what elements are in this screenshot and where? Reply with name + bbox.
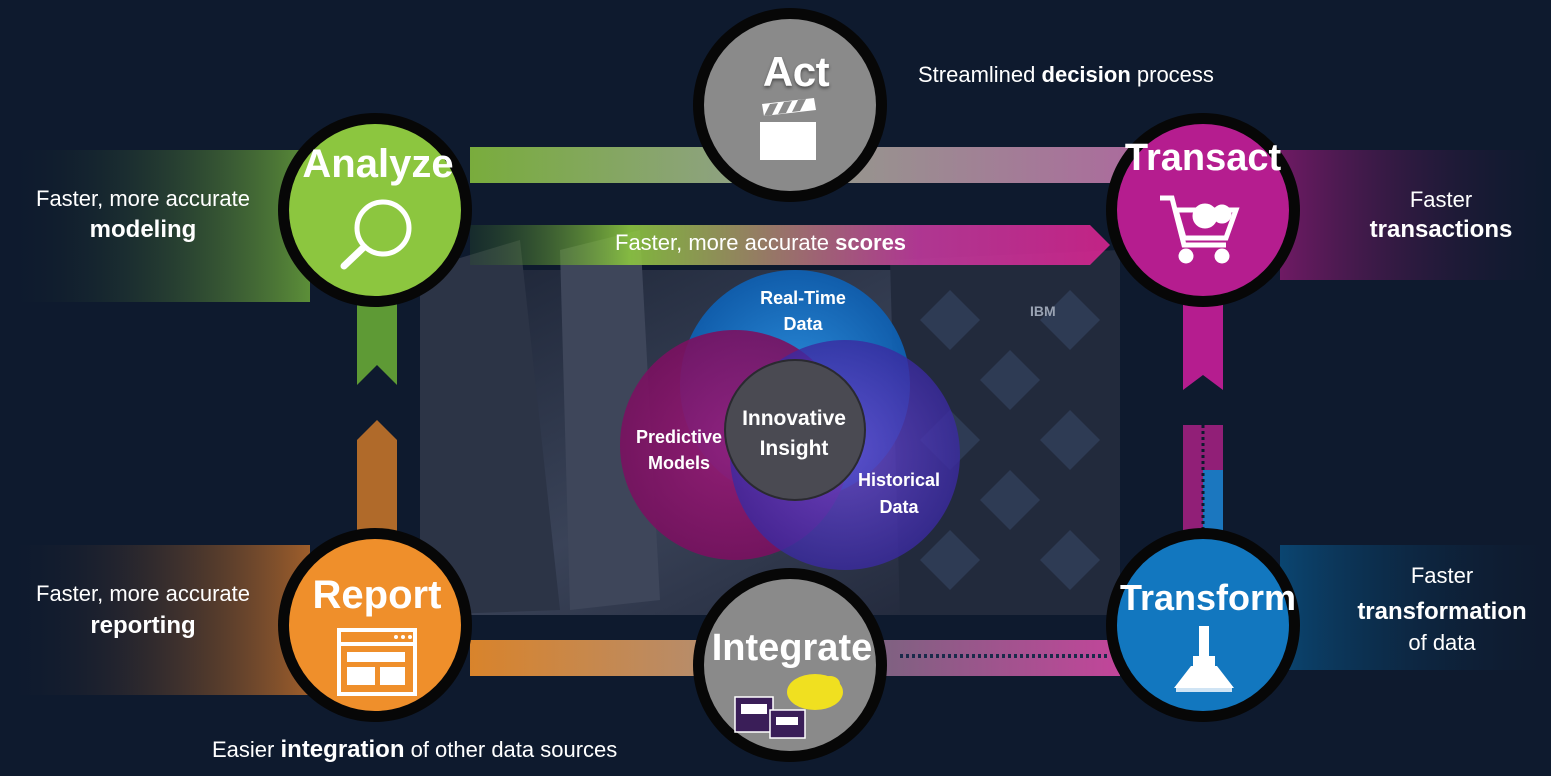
act-title: Act bbox=[763, 48, 830, 95]
report-node bbox=[278, 528, 472, 722]
analyze-node bbox=[278, 113, 472, 307]
bottom-connector-left bbox=[470, 640, 730, 676]
insight-venn bbox=[620, 270, 960, 570]
venn-predictive-line2: Models bbox=[648, 453, 710, 473]
right-connector-magenta bbox=[1183, 290, 1223, 390]
scores-description: Faster, more accurate scores bbox=[615, 230, 906, 255]
venn-center-line2: Insight bbox=[760, 437, 829, 460]
data-sources-icon bbox=[734, 674, 843, 739]
bottom-connector-right bbox=[880, 640, 1120, 676]
transform-title: Transform bbox=[1120, 577, 1296, 618]
integrate-title: Integrate bbox=[712, 627, 872, 669]
venn-realtime-line2: Data bbox=[783, 314, 823, 334]
act-node bbox=[693, 8, 887, 202]
analyze-description-line2: modeling bbox=[90, 216, 197, 243]
report-side-band bbox=[0, 545, 310, 695]
innovative-insight-core bbox=[724, 359, 866, 501]
left-connector-orange bbox=[357, 420, 397, 540]
transact-side-band bbox=[1280, 150, 1551, 280]
integrate-description: Easier integration of other data sources bbox=[212, 736, 617, 763]
broom-icon bbox=[1174, 626, 1234, 692]
venn-historical-line2: Data bbox=[879, 497, 919, 517]
venn-realtime-line1: Real-Time bbox=[760, 288, 846, 308]
transform-description-line3: of data bbox=[1408, 630, 1476, 655]
transform-side-band bbox=[1280, 545, 1551, 670]
analyze-description-line1: Faster, more accurate bbox=[36, 186, 250, 211]
analyze-title: Analyze bbox=[302, 142, 453, 186]
analyze-side-band bbox=[0, 150, 310, 302]
transact-description-line2: transactions bbox=[1370, 216, 1513, 243]
report-description-line1: Faster, more accurate bbox=[36, 581, 250, 606]
integrate-node bbox=[693, 568, 887, 762]
transform-description-line2: transformation bbox=[1357, 598, 1526, 625]
transact-node bbox=[1106, 113, 1300, 307]
venn-predictive-line1: Predictive bbox=[636, 427, 722, 447]
magnifier-icon bbox=[340, 199, 412, 270]
report-title: Report bbox=[313, 573, 442, 617]
transact-title: Transact bbox=[1125, 137, 1282, 179]
scores-arrow bbox=[470, 225, 1110, 265]
left-arrow-notch bbox=[357, 365, 397, 385]
transact-description-line1: Faster bbox=[1410, 187, 1472, 212]
venn-historical-line1: Historical bbox=[858, 470, 940, 490]
transform-node bbox=[1106, 528, 1300, 722]
act-description: Streamlined decision process bbox=[918, 62, 1214, 87]
report-window-icon bbox=[337, 628, 417, 696]
clapperboard-icon bbox=[760, 98, 816, 160]
transform-description-line1: Faster bbox=[1411, 563, 1473, 588]
shopping-cart-gear-icon bbox=[1160, 195, 1240, 264]
ibm-logo: IBM bbox=[1030, 303, 1056, 319]
report-description-line2: reporting bbox=[90, 612, 195, 639]
venn-center-line1: Innovative bbox=[742, 407, 846, 430]
